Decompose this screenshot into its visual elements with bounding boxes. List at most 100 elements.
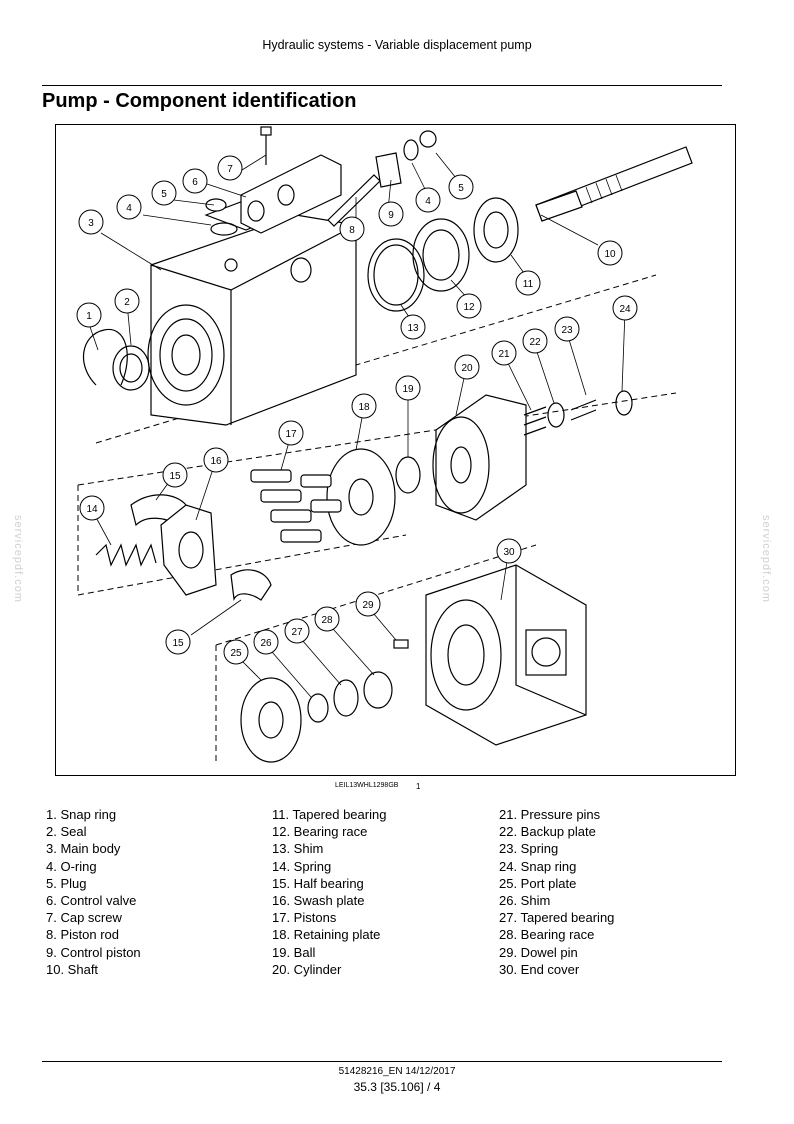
exploded-view-drawing: 7 6 5 4 3 8 9 4 5 10 11 12 13 1 2 14 15 … bbox=[76, 126, 693, 765]
legend-item: 15. Half bearing bbox=[272, 875, 364, 891]
callout-18: 18 bbox=[351, 393, 377, 419]
callout-12: 12 bbox=[456, 293, 482, 319]
callout-5b: 5 bbox=[448, 174, 474, 200]
section-title: Pump - Component identification bbox=[42, 90, 357, 112]
legend-item: 27. Tapered bearing bbox=[499, 910, 615, 926]
callout-4b: 4 bbox=[415, 187, 441, 213]
legend-item: 12. Bearing race bbox=[272, 824, 368, 840]
callout-text: 5 bbox=[458, 183, 464, 194]
callout-23: 23 bbox=[554, 316, 580, 342]
callout-text: 1 bbox=[86, 311, 92, 322]
callout-text: 12 bbox=[463, 302, 475, 313]
legend-item: 16. Swash plate bbox=[272, 893, 365, 909]
callout-text: 26 bbox=[260, 638, 272, 649]
callout-24: 24 bbox=[612, 295, 638, 321]
legend-item: 17. Pistons bbox=[272, 910, 337, 926]
callout-29: 29 bbox=[355, 591, 381, 617]
callout-text: 13 bbox=[407, 323, 419, 334]
callout-text: 15 bbox=[169, 471, 181, 482]
callout-text: 23 bbox=[561, 325, 573, 336]
callout-27: 27 bbox=[284, 618, 310, 644]
callout-17: 17 bbox=[278, 420, 304, 446]
figure-number: 1 bbox=[416, 782, 421, 791]
callout-5: 5 bbox=[151, 180, 177, 206]
callout-30: 30 bbox=[496, 538, 522, 564]
callout-text: 19 bbox=[402, 384, 414, 395]
callout-text: 25 bbox=[230, 648, 242, 659]
legend-item: 14. Spring bbox=[272, 858, 332, 874]
callout-6: 6 bbox=[182, 168, 208, 194]
legend-item: 1. Snap ring bbox=[46, 807, 117, 822]
watermark-left: servicepdf.com bbox=[12, 515, 24, 603]
footer-page-number: 35.3 [35.106] / 4 bbox=[353, 1080, 441, 1094]
legend-item: 10. Shaft bbox=[46, 961, 99, 977]
legend-column-2: 11. Tapered bearing 12. Bearing race 13.… bbox=[272, 806, 386, 978]
exploded-view-figure: 7 6 5 4 3 8 9 4 5 10 11 12 13 1 2 14 15 … bbox=[55, 124, 736, 776]
header-rule bbox=[42, 85, 722, 86]
callout-text: 29 bbox=[362, 600, 374, 611]
callout-15b: 15 bbox=[165, 629, 191, 655]
legend-item: 9. Control piston bbox=[46, 944, 141, 960]
callout-text: 22 bbox=[529, 337, 541, 348]
callout-26: 26 bbox=[253, 629, 279, 655]
footer-document-id: 51428216_EN 14/12/2017 bbox=[338, 1066, 456, 1077]
callout-15: 15 bbox=[162, 462, 188, 488]
callout-text: 7 bbox=[227, 164, 233, 175]
callout-text: 14 bbox=[86, 504, 98, 515]
legend-item: 7. Cap screw bbox=[46, 910, 122, 926]
legend-item: 22. Backup plate bbox=[499, 824, 596, 840]
callout-text: 11 bbox=[523, 279, 534, 290]
callout-11: 11 bbox=[515, 270, 541, 296]
legend-item: 13. Shim bbox=[272, 841, 324, 857]
footer-rule bbox=[42, 1061, 722, 1062]
callout-text: 28 bbox=[321, 615, 333, 626]
legend-item: 26. Shim bbox=[499, 893, 551, 909]
legend-item: 19. Ball bbox=[272, 944, 316, 960]
callout-text: 2 bbox=[124, 297, 130, 308]
callout-2: 2 bbox=[114, 288, 140, 314]
legend-item: 3. Main body bbox=[46, 841, 121, 857]
callout-text: 5 bbox=[161, 189, 167, 200]
callout-text: 20 bbox=[461, 363, 473, 374]
legend-item: 4. O-ring bbox=[46, 858, 97, 874]
callout-4: 4 bbox=[116, 194, 142, 220]
callout-25: 25 bbox=[223, 639, 249, 665]
callout-14: 14 bbox=[79, 495, 105, 521]
legend-item: 18. Retaining plate bbox=[272, 927, 381, 943]
callout-28: 28 bbox=[314, 606, 340, 632]
legend-item: 25. Port plate bbox=[499, 875, 577, 891]
callout-22: 22 bbox=[522, 328, 548, 354]
watermark-right: servicepdf.com bbox=[760, 515, 772, 603]
legend-item: 20. Cylinder bbox=[272, 961, 342, 977]
legend-item: 5. Plug bbox=[46, 875, 87, 891]
callout-text: 3 bbox=[88, 218, 94, 229]
callout-19: 19 bbox=[395, 375, 421, 401]
legend-item: 30. End cover bbox=[499, 961, 580, 977]
callout-text: 21 bbox=[498, 349, 510, 360]
legend-item: 23. Spring bbox=[499, 841, 559, 857]
callout-text: 15 bbox=[172, 638, 184, 649]
callout-21: 21 bbox=[491, 340, 517, 366]
legend-column-3: 21. Pressure pins 22. Backup plate 23. S… bbox=[499, 806, 614, 978]
callout-13: 13 bbox=[400, 314, 426, 340]
callout-8: 8 bbox=[339, 216, 365, 242]
callout-text: 9 bbox=[388, 210, 394, 221]
callout-text: 16 bbox=[210, 456, 222, 467]
callout-1: 1 bbox=[76, 302, 102, 328]
legend-item: 8. Piston rod bbox=[46, 927, 119, 943]
callout-7: 7 bbox=[217, 155, 243, 181]
legend-item: 2. Seal bbox=[46, 824, 87, 840]
callout-20: 20 bbox=[454, 354, 480, 380]
callout-text: 8 bbox=[349, 225, 355, 236]
callout-3: 3 bbox=[78, 209, 104, 235]
callout-16: 16 bbox=[203, 447, 229, 473]
callout-text: 10 bbox=[604, 249, 616, 260]
legend-item: 6. Control valve bbox=[46, 893, 137, 909]
callout-text: 27 bbox=[291, 627, 303, 638]
callout-text: 18 bbox=[358, 402, 370, 413]
callout-text: 4 bbox=[425, 196, 431, 207]
legend-item: 21. Pressure pins bbox=[499, 807, 601, 822]
running-header: Hydraulic systems - Variable displacemen… bbox=[262, 38, 532, 52]
callout-text: 30 bbox=[503, 547, 515, 558]
legend-column-1: 1. Snap ring 2. Seal 3. Main body 4. O-r… bbox=[46, 806, 141, 978]
